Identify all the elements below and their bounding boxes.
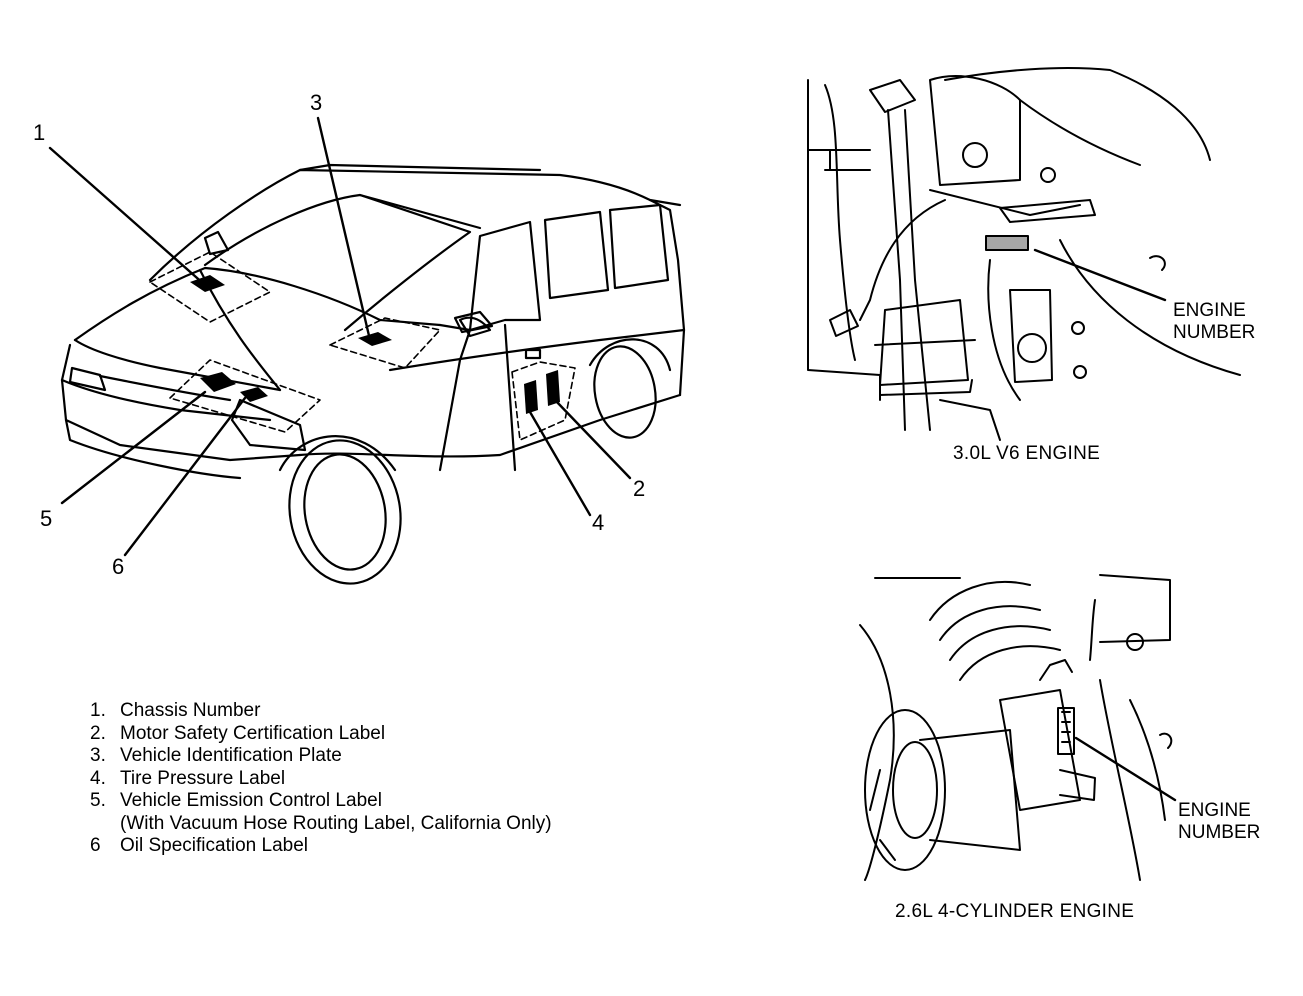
- 4cyl-engine-illustration: [859, 574, 1177, 881]
- callout-6: 6: [112, 554, 125, 579]
- legend-item: 5.Vehicle Emission Control Label: [90, 790, 382, 811]
- callout-1: 1: [33, 120, 46, 145]
- callout-2: 2: [633, 476, 646, 501]
- 4cyl-engine-number-leader: [1074, 736, 1177, 802]
- legend-item: 2.Motor Safety Certification Label: [90, 722, 386, 744]
- callout-3: 3: [310, 90, 323, 115]
- legend-item: 1.Chassis Number: [90, 700, 261, 721]
- v6-label-line2: NUMBER: [1173, 322, 1256, 343]
- v6-engine-number-leader: [1033, 248, 1167, 302]
- legend-list: 1.Chassis Number 2.Motor Safety Certific…: [90, 700, 552, 858]
- v6-engine-illustration: [807, 67, 1241, 441]
- 4cyl-label-line2: NUMBER: [1178, 822, 1261, 843]
- minivan-illustration: [60, 163, 686, 585]
- 4cyl-engine-caption: 2.6L 4-CYLINDER ENGINE: [895, 901, 1135, 922]
- legend-item: 3.Vehicle Identification Plate: [90, 745, 342, 766]
- callout-4: 4: [592, 510, 605, 535]
- v6-label-line1: ENGINE: [1173, 300, 1246, 321]
- callout-5: 5: [40, 506, 53, 531]
- callout-leaders: [48, 116, 632, 557]
- v6-engine-number-label: ENGINE NUMBER: [1173, 300, 1255, 344]
- legend-item: (With Vacuum Hose Routing Label, Califor…: [120, 812, 552, 834]
- 4cyl-label-line1: ENGINE: [1178, 800, 1251, 821]
- 4cyl-engine-number-label: ENGINE NUMBER: [1178, 800, 1260, 844]
- v6-engine-caption: 3.0L V6 ENGINE: [953, 443, 1101, 464]
- legend-item: 4.Tire Pressure Label: [90, 767, 286, 789]
